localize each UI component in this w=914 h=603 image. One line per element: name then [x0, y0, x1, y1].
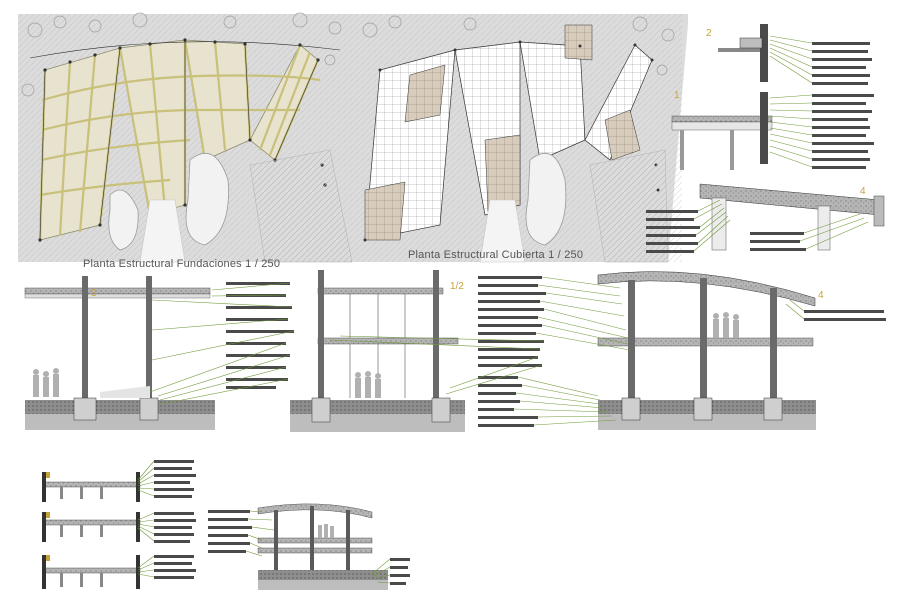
gutter — [873, 195, 885, 227]
ramp — [100, 386, 150, 398]
detail-1 — [671, 92, 773, 170]
foundations-plan — [18, 12, 353, 263]
steel-column — [760, 24, 768, 82]
slab-section — [671, 115, 773, 123]
column — [433, 270, 439, 400]
detail-marker-1-2: 1/2 — [450, 281, 464, 292]
small-section-b — [42, 512, 141, 542]
roof-panel-tan — [484, 134, 521, 213]
deck-slab — [718, 48, 768, 52]
roof-plan — [352, 14, 688, 263]
detail-marker-4-section: 4 — [818, 290, 824, 301]
label-bars-mini-building — [208, 510, 410, 585]
subgrade — [598, 414, 816, 430]
subgrade — [25, 414, 215, 430]
walkway — [479, 199, 526, 263]
roof-panel-tan — [364, 181, 406, 241]
detail-marker-4-top: 4 — [860, 186, 866, 197]
small-section-a — [42, 472, 141, 502]
curved-roof — [257, 503, 373, 519]
column — [146, 276, 152, 400]
floor-slab — [257, 547, 373, 554]
detail-marker-2: 2 — [706, 28, 712, 39]
subgrade — [290, 414, 465, 432]
footing — [693, 397, 713, 421]
detail-marker-3: 3 — [91, 288, 97, 299]
label-bars-small-sections — [154, 460, 196, 579]
detail-2 — [718, 24, 768, 82]
leader-lines-section-3 — [149, 282, 295, 405]
detail-marker-1: 1 — [674, 90, 680, 101]
small-sections — [42, 472, 141, 589]
subgrade — [258, 580, 388, 590]
column — [628, 280, 635, 400]
label-bars-detail-4 — [646, 210, 806, 253]
leader-lines-mini-building — [245, 510, 391, 584]
connection-plate — [739, 37, 763, 49]
footing — [763, 397, 783, 421]
label-bars-top-right — [812, 42, 874, 169]
column — [700, 278, 707, 400]
label-bars-section-4 — [804, 310, 886, 321]
roof-panel-tan — [564, 24, 593, 61]
column-section — [817, 205, 831, 251]
mini-building-section — [257, 503, 388, 590]
small-section-c — [42, 555, 141, 589]
ground-section — [25, 400, 215, 414]
curved-roof — [597, 271, 816, 307]
label-bars-section-1-2 — [478, 276, 546, 427]
section-1-2 — [290, 270, 465, 432]
people-figures — [318, 524, 334, 538]
support-post — [680, 130, 684, 170]
section-4 — [597, 271, 816, 430]
column — [770, 288, 777, 400]
footing — [139, 397, 159, 421]
walkway — [139, 199, 186, 263]
foundations-plan-title: Planta Estructural Fundaciones 1 / 250 — [83, 258, 281, 270]
tree-symbols — [362, 15, 675, 76]
people-figures — [355, 371, 381, 398]
leader-lines-top-right — [769, 35, 813, 168]
steel-column — [760, 92, 768, 164]
roof-beam — [24, 293, 211, 299]
pond-outline — [525, 153, 567, 246]
footing — [431, 397, 451, 423]
footing — [621, 397, 641, 421]
column — [82, 276, 88, 400]
annotation-labels — [137, 35, 886, 585]
ground-section — [290, 400, 465, 414]
roof-slab — [699, 183, 881, 216]
support-post — [730, 130, 734, 170]
people-figures — [713, 312, 739, 338]
leader-lines-detail-4 — [693, 199, 869, 252]
pond-outline — [108, 189, 139, 251]
roof-plan-title: Planta Estructural Cubierta 1 / 250 — [408, 249, 584, 261]
leader-lines-section-4 — [785, 299, 805, 320]
leader-lines-small-sections — [137, 460, 155, 578]
beam-section — [671, 121, 773, 131]
footing — [73, 397, 97, 421]
pond-outline — [185, 153, 229, 246]
roof-panel-tan — [604, 109, 641, 161]
leader-lines-section-1-2 — [329, 276, 631, 426]
label-bars-section-3 — [226, 282, 294, 389]
section-3 — [24, 276, 215, 430]
footing — [311, 397, 331, 423]
people-figures — [33, 368, 59, 397]
roof-panel-tan — [404, 64, 446, 123]
ground-section — [258, 570, 388, 580]
roof-deck — [317, 287, 444, 295]
tree-symbols — [21, 12, 342, 97]
roof-deck — [24, 287, 211, 295]
floor-slab — [257, 537, 373, 544]
column — [318, 270, 324, 400]
